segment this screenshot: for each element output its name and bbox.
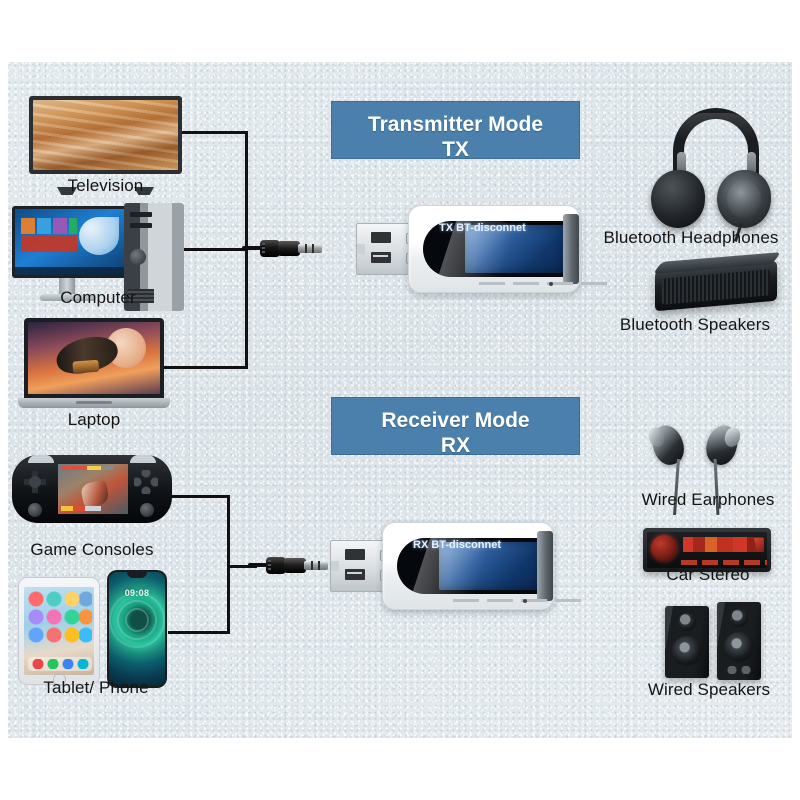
label-game-consoles: Game Consoles [30, 540, 154, 559]
tx-line-laptop [152, 366, 248, 369]
output-wired-speakers [665, 602, 761, 684]
rx-audio-jack [248, 555, 330, 577]
banner-receiver-line2: RX [440, 434, 471, 457]
usb-bluetooth-adapter-rx[interactable]: RX BT-disconnet [330, 522, 583, 610]
laptop-icon [24, 318, 164, 398]
label-tablet-phone: Tablet/ Phone [43, 678, 149, 697]
headphones-icon [673, 108, 759, 180]
tx-line-computer [146, 248, 248, 251]
source-television: Television [29, 96, 182, 195]
label-computer: Computer [60, 288, 136, 307]
source-desktop-tower [124, 203, 184, 311]
adapter-display-lens [423, 221, 569, 277]
adapter-display-text-rx: RX BT-disconnet [413, 539, 502, 551]
adapter-mode-button-tx[interactable] [563, 214, 579, 284]
label-car-stereo: Car Stereo [666, 565, 750, 584]
rx-line-trunk [227, 495, 230, 634]
label-laptop: Laptop [67, 410, 121, 429]
source-tablet [18, 577, 100, 686]
phone-icon: 09:08 [107, 570, 167, 688]
adapter-mode-button-rx[interactable] [537, 531, 553, 601]
monitor-icon [12, 206, 130, 278]
source-monitor [12, 206, 130, 302]
adapter-display-text-tx: TX BT-disconnet [439, 222, 526, 234]
output-car-stereo [643, 528, 771, 572]
label-bluetooth-headphones: Bluetooth Headphones [603, 228, 779, 247]
banner-transmitter-line1: Transmitter Mode [367, 113, 544, 136]
adapter-display-lens [397, 538, 543, 594]
banner-transmitter-line2: TX [442, 138, 469, 161]
tx-line-trunk [245, 131, 248, 369]
banner-receiver-mode: Receiver Mode RX [331, 397, 580, 457]
source-phone: 09:08 [107, 570, 167, 688]
banner-transmitter-mode: Transmitter Mode TX [331, 101, 580, 161]
television-icon [29, 96, 182, 174]
source-game-console [12, 455, 172, 523]
handheld-console-icon [12, 455, 172, 523]
phone-clock: 09:08 [124, 588, 150, 598]
output-bluetooth-speakers [653, 252, 781, 314]
tx-audio-jack [242, 238, 324, 260]
bookshelf-speakers-icon [665, 606, 709, 678]
source-laptop: Laptop [18, 318, 170, 429]
label-wired-speakers: Wired Speakers [647, 680, 771, 699]
rx-line-tablet-phone [168, 631, 230, 634]
tablet-icon [18, 577, 100, 685]
car-stereo-icon [643, 528, 771, 572]
usb-bluetooth-adapter-tx[interactable]: TX BT-disconnet [356, 205, 609, 293]
label-television: Television [67, 176, 144, 195]
banner-receiver-line1: Receiver Mode [381, 409, 530, 432]
rx-line-game-console [168, 495, 230, 498]
label-bluetooth-speakers: Bluetooth Speakers [619, 315, 771, 334]
tx-line-television [154, 131, 248, 134]
rx-line-to-jack [227, 565, 257, 568]
output-bluetooth-headphones [651, 108, 781, 244]
label-wired-earphones: Wired Earphones [641, 490, 775, 509]
desktop-computer-icon [124, 203, 184, 311]
